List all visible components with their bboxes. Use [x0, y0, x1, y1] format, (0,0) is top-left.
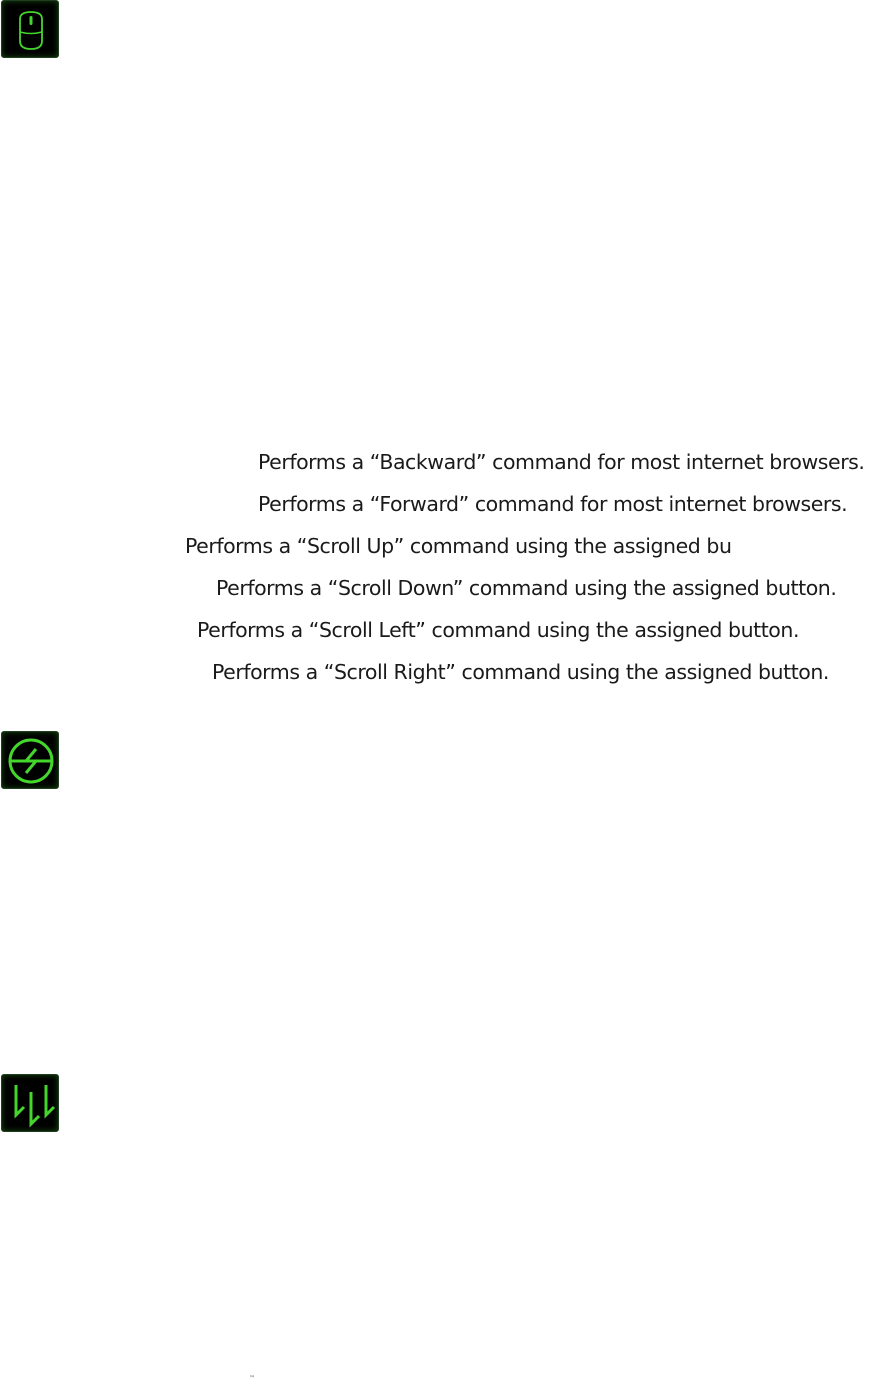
- scroll-down-description: Performs a “Scroll Down” command using t…: [216, 576, 837, 600]
- macro-icon: [14, 1085, 56, 1128]
- trademark-symbol: ™: [249, 1375, 255, 1382]
- backward-description: Performs a “Backward” command for most i…: [258, 450, 865, 474]
- forward-description: Performs a “Forward” command for most in…: [258, 492, 848, 516]
- inter-device-icon-tile: [1, 731, 59, 789]
- scroll-right-description: Performs a “Scroll Right” command using …: [212, 660, 829, 684]
- scroll-left-description: Performs a “Scroll Left” command using t…: [197, 618, 800, 642]
- mouse-icon: [19, 11, 43, 50]
- scroll-up-description: Performs a “Scroll Up” command using the…: [185, 534, 732, 558]
- mouse-function-icon-tile: [1, 0, 59, 58]
- macro-icon-tile: [1, 1074, 59, 1132]
- inter-device-icon: [8, 738, 54, 784]
